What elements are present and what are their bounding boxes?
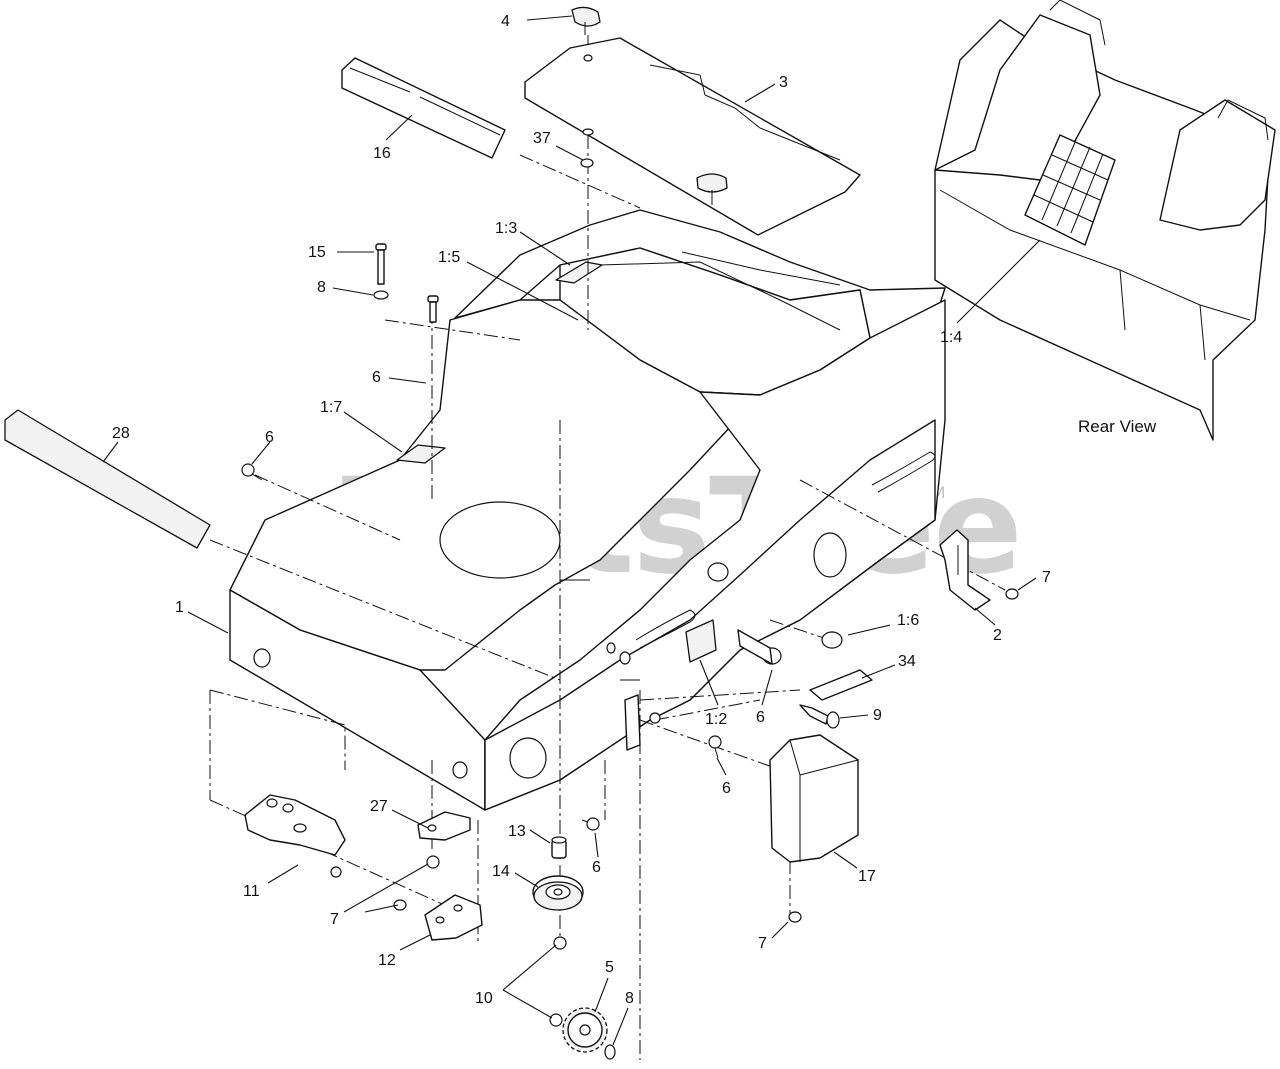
callout-17: 17 [858,868,876,885]
callout-1-7: 1:7 [320,399,342,416]
callout-7-c: 7 [758,935,767,952]
callout-1-2: 1:2 [705,711,727,728]
callout-1-6: 1:6 [897,612,919,629]
callout-6-c: 6 [756,709,765,726]
callout-28: 28 [112,425,130,442]
handle-grip-28 [4,409,211,549]
bolt-6-left [241,463,263,481]
nut-10-upper [553,936,567,950]
decal-1-7 [396,444,446,464]
pulley-14 [532,875,584,911]
callout-12: 12 [378,952,396,969]
callout-1-4: 1:4 [940,329,962,346]
callout-2: 2 [993,627,1002,644]
callout-1: 1 [175,599,184,616]
callout-9: 9 [873,707,882,724]
bolt-6-center [708,735,722,759]
washer-8-top [373,290,389,300]
callout-7-a: 7 [1042,569,1051,586]
callout-15: 15 [308,244,326,261]
callout-1-5: 1:5 [438,249,460,266]
washer-8-bottom [604,1044,616,1060]
callout-6-a: 6 [372,369,381,386]
nut-7-right [1005,588,1019,600]
callout-37: 37 [533,130,551,147]
knob-on-cover [696,173,728,205]
callout-4: 4 [501,13,510,30]
spacer-13 [551,836,567,859]
deck-opening [439,501,561,579]
callout-14: 14 [492,863,510,880]
knob-4 [571,6,601,35]
callout-6-e: 6 [592,859,601,876]
nut-7-bracket-27 [426,855,440,869]
nut-7-bracket-11 [330,866,342,878]
callout-6-d: 6 [722,780,731,797]
bolt-6-lower [581,817,600,831]
callout-3: 3 [779,74,788,91]
bracket-12 [424,894,483,941]
decal-1-3 [555,261,603,284]
callout-13: 13 [508,823,526,840]
plate-34 [809,669,873,701]
shield-17 [769,734,859,863]
bracket-27 [417,811,471,841]
callout-6-b: 6 [265,429,274,446]
decal-1-2 [685,619,717,663]
handle-grip-16 [341,57,506,159]
rear-view-label: Rear View [1078,417,1157,436]
callout-11: 11 [243,883,260,900]
callout-5: 5 [605,959,614,976]
washer-37 [580,158,594,168]
callout-16: 16 [373,145,391,162]
callout-labels: 4 3 16 37 1:3 15 1:5 8 1:4 6 1:7 28 6 7 … [112,13,1051,1007]
bushing-1-6 [821,631,843,649]
sprocket-5 [562,1007,608,1053]
leader-lines [102,15,1041,1046]
cover-plate [524,37,861,236]
nut-10-lower [549,1013,563,1027]
callout-8-top: 8 [317,279,326,296]
nut-7-bottom-right [788,911,802,923]
rear-view-inset [934,0,1276,441]
bolt-6-top [427,295,439,323]
callout-1-3: 1:3 [495,220,517,237]
rear-grille [1024,134,1116,246]
bracket-11 [244,794,346,856]
bolt-9 [799,704,840,729]
bracket-2 [939,529,991,611]
callout-10: 10 [475,990,493,1007]
callout-27: 27 [370,798,388,815]
main-frame [229,209,946,811]
bolt-15 [375,243,387,285]
callout-7-b: 7 [330,911,339,928]
callout-8-bottom: 8 [625,990,634,1007]
callout-34: 34 [898,653,916,670]
